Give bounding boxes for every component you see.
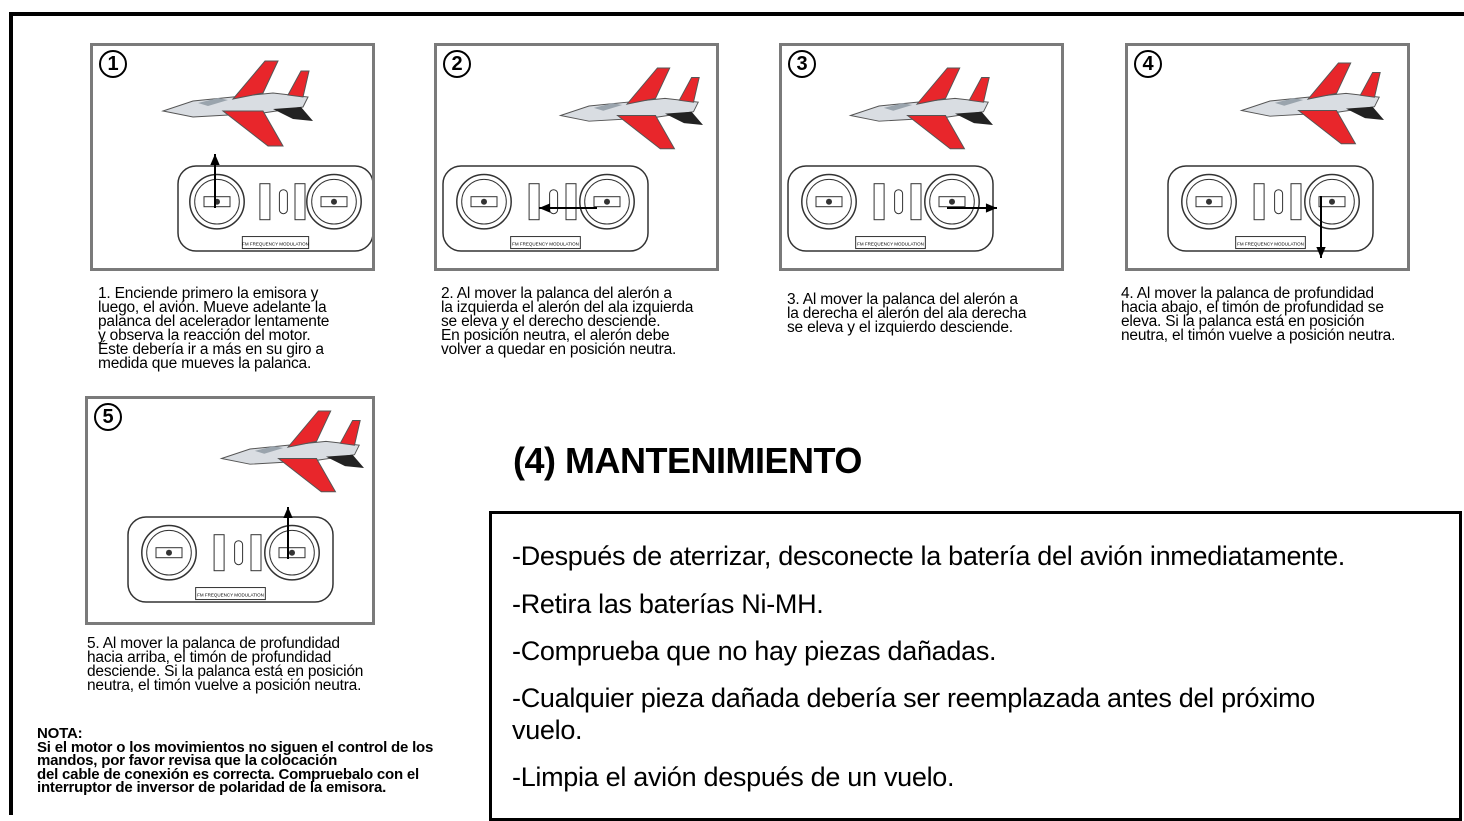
step-4-number: 4 xyxy=(1134,50,1162,78)
step-1-drawing: FM FREQUENCY MODULATION xyxy=(161,60,372,252)
airplane-icon xyxy=(558,67,703,150)
transmitter-icon: FM FREQUENCY MODULATION xyxy=(1167,165,1374,252)
step-1-illustration: FM FREQUENCY MODULATION 1 xyxy=(90,43,375,271)
arrow-icon xyxy=(1316,196,1326,258)
transmitter-icon: FM FREQUENCY MODULATION xyxy=(127,516,334,603)
arrow-icon xyxy=(210,154,220,208)
transmitter-label: FM FREQUENCY MODULATION xyxy=(857,242,924,247)
step-3-drawing: FM FREQUENCY MODULATION xyxy=(787,67,997,252)
transmitter-label: FM FREQUENCY MODULATION xyxy=(242,242,309,247)
arrow-icon xyxy=(539,203,597,213)
maintenance-item: -Cualquier pieza dañada debería ser reem… xyxy=(512,683,1315,745)
step-2-number: 2 xyxy=(443,50,471,78)
note-title: NOTA: xyxy=(37,725,83,742)
step-5-drawing: FM FREQUENCY MODULATION xyxy=(127,410,364,603)
maintenance-item: -Comprueba que no hay piezas dañadas. xyxy=(512,636,997,666)
airplane-icon xyxy=(1239,62,1384,145)
arrow-icon xyxy=(947,203,997,213)
step-1-caption: 1. Enciende primero la emisora y luego, … xyxy=(98,285,330,372)
step-2-caption: 2. Al mover la palanca del alerón a la i… xyxy=(441,285,694,358)
step-5-caption: 5. Al mover la palanca de profundidad ha… xyxy=(87,635,364,694)
maintenance-heading: (4) MANTENIMIENTO xyxy=(513,440,862,481)
transmitter-label: FM FREQUENCY MODULATION xyxy=(1237,242,1304,247)
step-2-illustration: FM FREQUENCY MODULATION 2 xyxy=(434,43,719,271)
step-1-number: 1 xyxy=(99,50,127,78)
maintenance-item: -Después de aterrizar, desconecte la bat… xyxy=(512,541,1345,571)
airplane-icon xyxy=(219,410,364,493)
page-frame xyxy=(9,12,1464,815)
step-4-drawing: FM FREQUENCY MODULATION xyxy=(1167,62,1384,258)
arrow-icon xyxy=(283,507,293,559)
transmitter-icon: FM FREQUENCY MODULATION xyxy=(177,165,372,252)
step-5-number: 5 xyxy=(94,403,122,431)
transmitter-icon: FM FREQUENCY MODULATION xyxy=(787,165,994,252)
transmitter-label: FM FREQUENCY MODULATION xyxy=(512,242,579,247)
step-3-illustration: FM FREQUENCY MODULATION 3 xyxy=(779,43,1064,271)
note-block: NOTA: Si el motor o los movimientos no s… xyxy=(37,725,497,796)
step-3-caption: 3. Al mover la palanca del alerón a la d… xyxy=(787,291,1027,336)
transmitter-label: FM FREQUENCY MODULATION xyxy=(197,593,264,598)
step-4-caption: 4. Al mover la palanca de profundidad ha… xyxy=(1121,285,1396,344)
step-5-illustration: FM FREQUENCY MODULATION 5 xyxy=(85,396,375,625)
maintenance-box: -Después de aterrizar, desconecte la bat… xyxy=(489,511,1462,821)
airplane-icon xyxy=(161,60,313,147)
maintenance-item: -Retira las baterías Ni-MH. xyxy=(512,589,824,619)
step-3-number: 3 xyxy=(788,50,816,78)
note-text: Si el motor o los movimientos no siguen … xyxy=(37,738,434,796)
step-4-illustration: FM FREQUENCY MODULATION 4 xyxy=(1125,43,1410,271)
airplane-icon xyxy=(848,67,993,150)
step-2-drawing: FM FREQUENCY MODULATION xyxy=(442,67,703,252)
maintenance-item: -Limpia el avión después de un vuelo. xyxy=(512,762,955,792)
